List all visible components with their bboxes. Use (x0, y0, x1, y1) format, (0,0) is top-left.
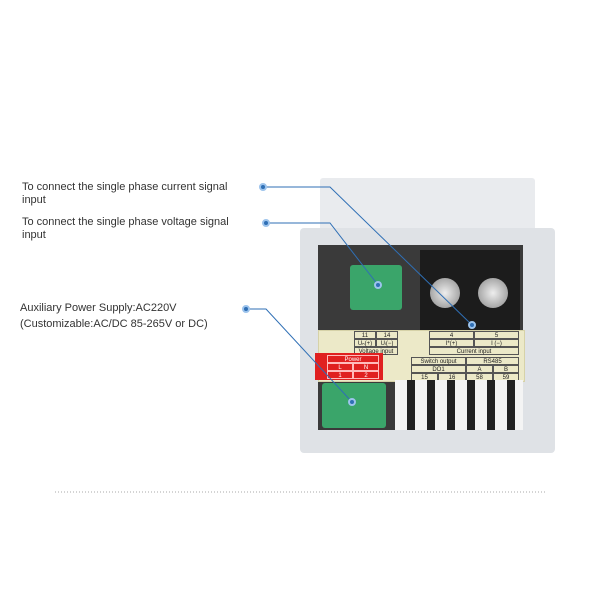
terminal-4: 4 (429, 331, 474, 339)
current-input-annotation: To connect the single phase current sign… (22, 181, 228, 206)
screw-icon (430, 278, 460, 308)
terminal-i-plus: I*(+) (429, 339, 474, 347)
current-dot-icon (259, 183, 267, 191)
vent-fins (395, 380, 523, 430)
rs485-title: RS485 (466, 357, 519, 365)
voltage-input-annotation: To connect the single phase voltage sign… (22, 216, 229, 241)
rs485-b: B (493, 365, 519, 373)
power-target-dot-icon (348, 398, 356, 406)
terminal-5: 5 (474, 331, 519, 339)
power-title: Power (327, 355, 379, 363)
label-sticker: 11 14 Uₙ(+) Uₗ(−) Voltage input 4 5 I*(+… (318, 330, 525, 382)
terminal-14: 14 (376, 331, 398, 339)
power-annotation-line1: Auxiliary Power Supply:AC220V (20, 302, 177, 314)
screw-icon (478, 278, 508, 308)
terminal-ul: Uₗ(−) (376, 339, 398, 347)
current-caption: Current input (429, 347, 519, 355)
power-l: L (327, 363, 353, 371)
switch-output-title: Switch output (411, 357, 466, 365)
voltage-target-dot-icon (374, 281, 382, 289)
power-dot-icon (242, 305, 250, 313)
terminal-un: Uₙ(+) (354, 339, 376, 347)
power-n: N (353, 363, 379, 371)
do1: DO1 (411, 365, 466, 373)
rs485-a: A (466, 365, 493, 373)
power-connector (322, 383, 386, 428)
terminal-i-minus: I (−) (474, 339, 519, 347)
current-target-dot-icon (468, 321, 476, 329)
terminal-11: 11 (354, 331, 376, 339)
power-2: 2 (353, 371, 379, 379)
power-label: Power L N 1 2 (315, 353, 383, 380)
voltage-dot-icon (262, 219, 270, 227)
power-annotation-line2: (Customizable:AC/DC 85-265V or DC) (20, 318, 208, 330)
